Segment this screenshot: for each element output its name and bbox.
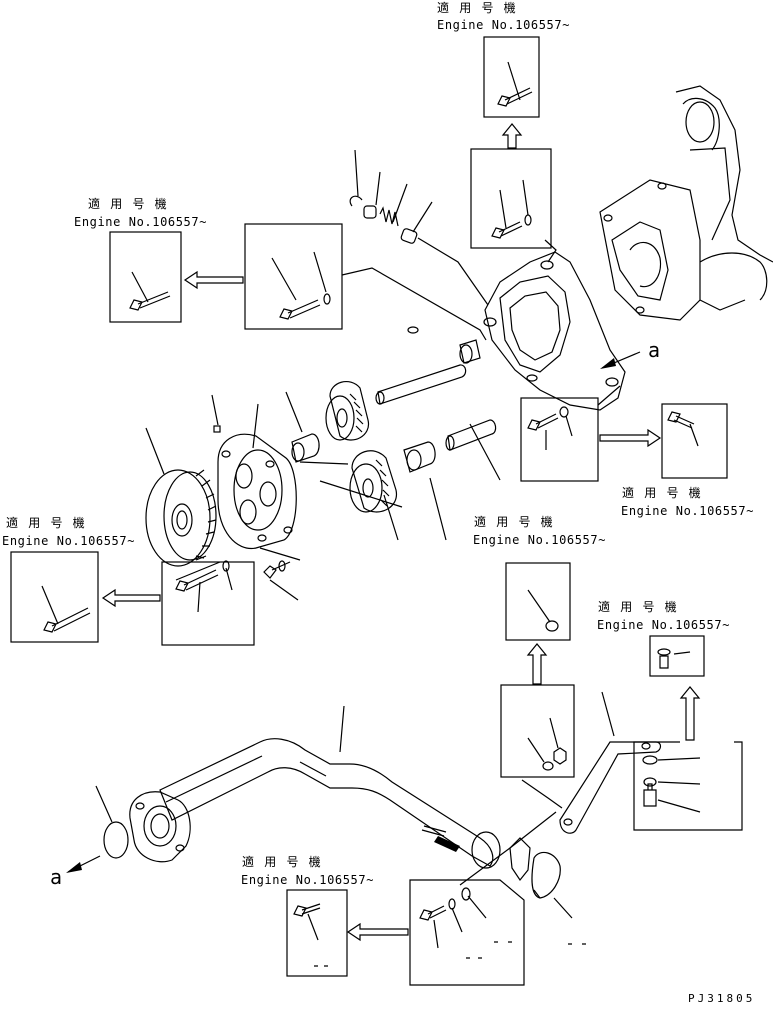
engine-block bbox=[599, 85, 773, 321]
note-bottom: 適 用 号 機 Engine No.106557~ bbox=[241, 854, 374, 887]
bushing-lower bbox=[403, 441, 436, 473]
washer-icon bbox=[545, 620, 559, 632]
note-right-middle-jp: 適 用 号 機 bbox=[622, 485, 702, 500]
bolt-icon bbox=[497, 87, 533, 107]
gear-lower bbox=[349, 450, 397, 513]
note-right-lower-en: Engine No.106557~ bbox=[597, 618, 730, 632]
note-upper-left: 適 用 号 機 Engine No.106557~ bbox=[74, 196, 207, 229]
note-center-en: Engine No.106557~ bbox=[473, 533, 606, 547]
detail-left-middle-large bbox=[161, 560, 255, 646]
shaft-lower bbox=[445, 419, 497, 451]
detail-upper-left-small bbox=[109, 231, 182, 323]
bolt-icon-2 bbox=[129, 291, 171, 311]
figure-code: PJ31805 bbox=[688, 992, 755, 1005]
note-top-en: Engine No.106557~ bbox=[437, 18, 570, 32]
bolt-with-washers-icon bbox=[419, 887, 471, 921]
arrow-left-middle bbox=[101, 588, 161, 608]
detail-right-middle-large bbox=[520, 397, 599, 482]
bolt-with-washer-icon-2 bbox=[279, 293, 331, 320]
bolt-with-washer-icon bbox=[491, 214, 532, 239]
detail-top-lower bbox=[470, 148, 552, 249]
nut-with-washer-icon bbox=[542, 747, 567, 771]
note-right-middle: 適 用 号 機 Engine No.106557~ bbox=[621, 485, 754, 518]
arrow-up-right bbox=[679, 686, 701, 741]
detail-right-lower-small bbox=[649, 635, 705, 677]
detail-right-lower-large bbox=[633, 741, 743, 831]
note-top: 適 用 号 機 Engine No.106557~ bbox=[437, 0, 570, 32]
detail-top-upper bbox=[483, 36, 540, 118]
shaft-upper bbox=[375, 364, 467, 405]
detail-bottom-small bbox=[286, 889, 348, 977]
note-center-jp: 適 用 号 機 bbox=[474, 514, 554, 529]
bolt-icon-3 bbox=[43, 607, 91, 633]
strainer bbox=[509, 837, 561, 899]
detail-center-lower bbox=[500, 684, 575, 778]
gasket bbox=[103, 821, 129, 859]
bolt-icon-5 bbox=[293, 903, 321, 917]
detail-right-middle-small bbox=[661, 403, 728, 479]
note-right-lower-jp: 適 用 号 機 bbox=[598, 599, 678, 614]
detail-left-middle-small bbox=[10, 551, 99, 643]
bushing-middle bbox=[291, 433, 320, 463]
arrow-left-bottom bbox=[346, 922, 409, 942]
ref-a-left: a bbox=[50, 865, 62, 889]
oil-pump-body bbox=[483, 239, 626, 411]
bracket bbox=[559, 741, 662, 834]
note-left-middle-en: Engine No.106557~ bbox=[2, 534, 135, 548]
note-center: 適 用 号 機 Engine No.106557~ bbox=[473, 514, 606, 547]
cover-bolts bbox=[175, 555, 291, 581]
detail-center-upper bbox=[505, 562, 571, 641]
arrow-up-top bbox=[501, 123, 523, 149]
bolt-with-washer-icon-4 bbox=[527, 406, 569, 431]
pipe-flange bbox=[129, 791, 191, 863]
note-left-middle: 適 用 号 機 Engine No.106557~ bbox=[2, 515, 135, 548]
gear-upper bbox=[325, 380, 370, 441]
suction-pipe bbox=[159, 738, 501, 869]
note-bottom-en: Engine No.106557~ bbox=[241, 873, 374, 887]
bolt-icon-4 bbox=[667, 411, 695, 429]
relief-valve-parts bbox=[349, 195, 419, 334]
detail-bottom-large bbox=[409, 879, 586, 986]
drive-gear bbox=[145, 469, 217, 567]
note-upper-left-jp: 適 用 号 機 bbox=[88, 196, 168, 211]
arrow-right-middle bbox=[599, 428, 662, 448]
arrow-up-center bbox=[526, 643, 548, 685]
bolt-with-washer-icon-5 bbox=[657, 648, 691, 669]
arrow-left-upper bbox=[183, 270, 244, 290]
note-right-middle-en: Engine No.106557~ bbox=[621, 504, 754, 518]
note-left-middle-jp: 適 用 号 機 bbox=[6, 515, 86, 530]
note-top-jp: 適 用 号 機 bbox=[437, 0, 517, 15]
bushing-upper bbox=[459, 339, 481, 364]
note-bottom-jp: 適 用 号 機 bbox=[242, 854, 322, 869]
bolt-with-washer-icon-3 bbox=[175, 560, 230, 592]
pump-cover bbox=[213, 425, 297, 549]
detail-upper-left-large bbox=[244, 223, 343, 330]
ref-a-right: a bbox=[648, 338, 660, 362]
note-upper-left-en: Engine No.106557~ bbox=[74, 215, 207, 229]
arrow-a-right bbox=[600, 351, 641, 369]
arrow-a-left bbox=[66, 855, 101, 873]
note-right-lower: 適 用 号 機 Engine No.106557~ bbox=[597, 599, 730, 632]
